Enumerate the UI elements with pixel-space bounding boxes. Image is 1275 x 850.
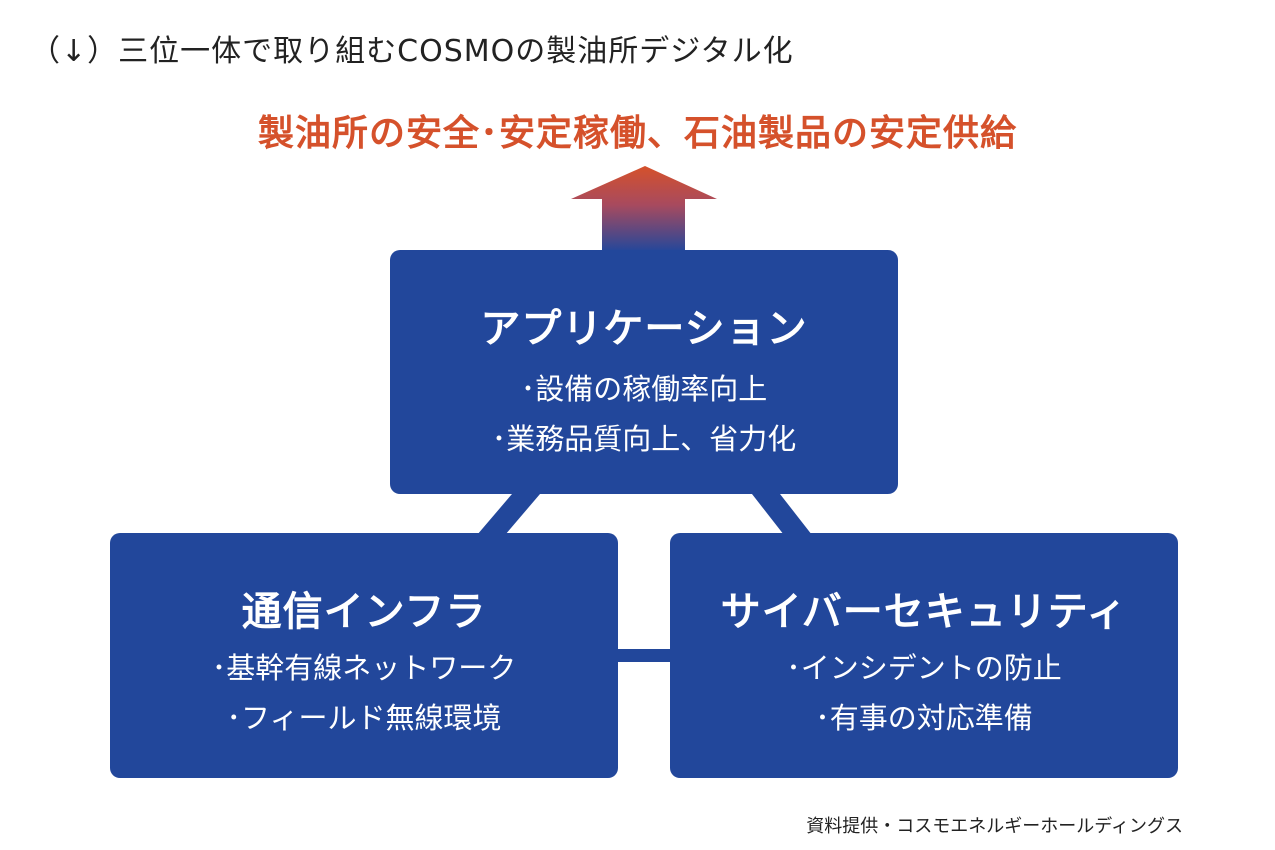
security-item: ･インシデントの防止: [786, 651, 1062, 685]
connector-horizontal: [615, 649, 675, 662]
connector-right: [752, 494, 812, 535]
goal-text: 製油所の安全･安定稼働、石油製品の安定供給: [257, 113, 1017, 154]
up-arrow-icon: [571, 166, 717, 252]
network-box: 通信インフラ ･基幹有線ネットワーク ･フィールド無線環境: [110, 533, 618, 778]
network-item: ･フィールド無線環境: [226, 701, 502, 735]
security-heading: サイバーセキュリティ: [720, 589, 1128, 635]
network-item: ･基幹有線ネットワーク: [211, 651, 517, 685]
application-heading: アプリケーション: [480, 306, 808, 352]
figure-title: （↓）三位一体で取り組むCOSMOの製油所デジタル化: [30, 34, 794, 69]
security-item: ･有事の対応準備: [815, 701, 1033, 735]
application-item: ･設備の稼働率向上: [520, 372, 768, 406]
network-heading: 通信インフラ: [241, 589, 487, 635]
application-box: アプリケーション ･設備の稼働率向上 ･業務品質向上、省力化: [390, 250, 898, 494]
source-credit: 資料提供・コスモエネルギーホールディングス: [806, 816, 1183, 837]
security-box: サイバーセキュリティ ･インシデントの防止 ･有事の対応準備: [670, 533, 1178, 778]
connector-left: [477, 494, 540, 535]
application-item: ･業務品質向上、省力化: [491, 422, 797, 456]
